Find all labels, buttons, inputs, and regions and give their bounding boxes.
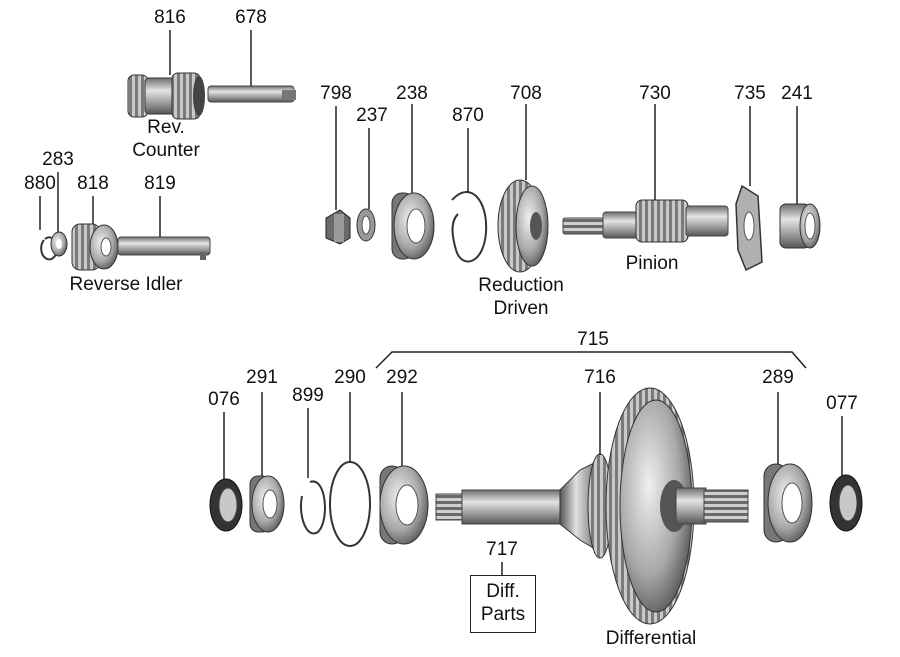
callout-717: 717 <box>486 539 518 560</box>
callout-708: 708 <box>510 83 542 104</box>
caption-rev-counter-line1: Rev. <box>147 117 185 138</box>
callout-291: 291 <box>246 367 278 388</box>
diff-parts-line1: Diff. <box>486 581 520 602</box>
reverse-idler-shaft <box>117 236 211 260</box>
needle-bearing-241 <box>779 203 821 249</box>
o-ring-290 <box>329 461 371 547</box>
callout-289: 289 <box>762 367 794 388</box>
caption-rev-counter: Rev. Counter <box>132 116 200 162</box>
washer-237 <box>356 208 376 242</box>
callout-076: 076 <box>208 389 240 410</box>
callout-077: 077 <box>826 393 858 414</box>
callout-880: 880 <box>24 173 56 194</box>
pinion-nut <box>325 209 351 245</box>
differential-assembly <box>435 387 749 625</box>
rev-counter-gear <box>127 72 205 120</box>
callout-798: 798 <box>320 83 352 104</box>
bracket-715 <box>375 351 807 369</box>
callout-819: 819 <box>144 173 176 194</box>
callout-290: 290 <box>334 367 366 388</box>
callout-292: 292 <box>386 367 418 388</box>
bearing-289 <box>763 463 813 543</box>
caption-reverse-idler: Reverse Idler <box>69 274 183 295</box>
callout-735: 735 <box>734 83 766 104</box>
thrust-washer-283 <box>50 231 68 257</box>
callout-238: 238 <box>396 83 428 104</box>
diff-parts-line2: Parts <box>480 604 526 625</box>
bearing-292 <box>379 465 429 545</box>
pinion-shaft <box>562 199 729 243</box>
caption-reduction-line1: Reduction <box>478 275 564 296</box>
callout-283: 283 <box>42 149 74 170</box>
callout-241: 241 <box>781 83 813 104</box>
callout-816: 816 <box>154 7 186 28</box>
caption-pinion: Pinion <box>625 253 679 274</box>
callout-818: 818 <box>77 173 109 194</box>
callout-899: 899 <box>292 385 324 406</box>
oil-seal-077 <box>829 474 863 532</box>
reduction-driven-gear <box>497 179 549 273</box>
diff-parts-box: Diff. Parts <box>470 575 536 633</box>
bearing-291 <box>249 475 285 533</box>
callout-715: 715 <box>577 329 609 350</box>
caption-reduction-driven: Reduction Driven <box>478 274 564 320</box>
callout-730: 730 <box>639 83 671 104</box>
caption-differential: Differential <box>605 628 697 649</box>
caption-rev-counter-line2: Counter <box>132 140 200 161</box>
callout-716: 716 <box>584 367 616 388</box>
bearing-238 <box>391 192 435 260</box>
callout-678: 678 <box>235 7 267 28</box>
callout-237: 237 <box>356 105 388 126</box>
reverse-idler-gear <box>71 223 119 271</box>
caption-reduction-line2: Driven <box>493 298 549 319</box>
callout-870: 870 <box>452 105 484 126</box>
snap-ring-899 <box>300 480 326 535</box>
snap-ring-870 <box>451 191 488 263</box>
rev-counter-shaft <box>207 85 296 103</box>
shim-plate-735 <box>735 184 763 272</box>
oil-seal-076 <box>209 478 243 532</box>
